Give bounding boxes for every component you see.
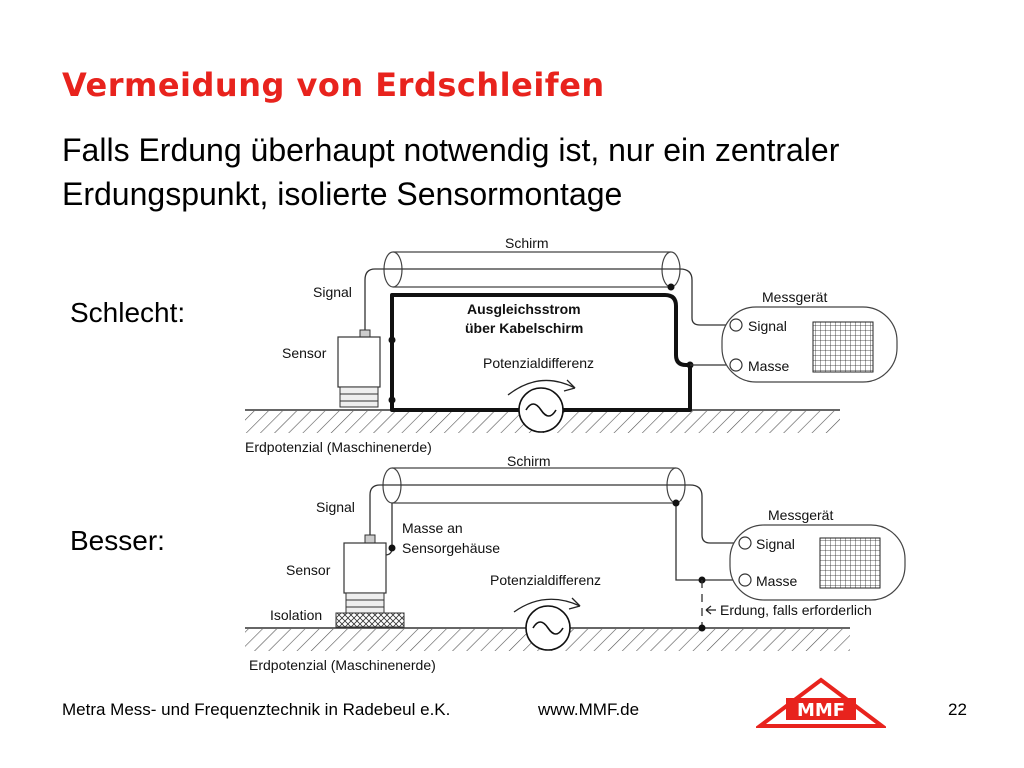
arrow-left-icon xyxy=(705,605,716,615)
isolation-pad xyxy=(335,612,405,628)
meter-label: Messgerät xyxy=(768,507,833,523)
sensor-icon xyxy=(343,534,387,614)
potential-label: Potenzialdifferenz xyxy=(490,572,601,588)
page-number: 22 xyxy=(948,700,967,719)
slide-title: Vermeidung von Erdschleifen xyxy=(62,66,605,104)
signal-wire xyxy=(369,484,738,544)
potential-arrow xyxy=(513,598,581,613)
ground-wire xyxy=(675,503,738,581)
sensor-label: Sensor xyxy=(286,562,331,578)
junction-dot xyxy=(388,396,396,404)
shield-label: Schirm xyxy=(507,453,551,469)
sensor-label: Sensor xyxy=(282,345,327,361)
potential-label: Potenzialdifferenz xyxy=(483,355,594,371)
sensor-icon xyxy=(337,329,381,408)
label-good: Besser: xyxy=(70,525,165,556)
port-signal-icon xyxy=(738,536,752,550)
potential-arrow xyxy=(507,379,576,396)
port-signal-label: Signal xyxy=(748,318,787,334)
isolation-label: Isolation xyxy=(270,607,322,623)
junction-dot xyxy=(667,283,675,291)
current-label-1: Ausgleichsstrom xyxy=(467,301,581,317)
meter-display xyxy=(819,537,881,589)
junction-dot xyxy=(672,499,680,507)
slide-subtitle: Falls Erdung überhaupt notwendig ist, nu… xyxy=(62,132,840,212)
label-bad: Schlecht: xyxy=(70,297,186,328)
diagram-good: Erdpotenzial (Maschinenerde) Schirm Sign… xyxy=(245,453,906,673)
signal-wire xyxy=(364,268,728,335)
mmf-logo: MMF xyxy=(756,677,886,728)
port-ground-label: Masse xyxy=(748,358,789,374)
grounding-label: Erdung, falls erforderlich xyxy=(720,602,872,618)
junction-dot xyxy=(388,336,396,344)
meter-label: Messgerät xyxy=(762,289,827,305)
signal-label: Signal xyxy=(313,284,352,300)
port-ground-icon xyxy=(729,358,743,372)
meter-display xyxy=(812,321,874,373)
port-signal-icon xyxy=(729,318,743,332)
housing-label-1: Masse an xyxy=(402,520,463,536)
footer-url: www.MMF.de xyxy=(538,700,640,719)
arrow-head-icon xyxy=(568,597,581,610)
ac-source-icon xyxy=(525,605,571,651)
ground-loop xyxy=(390,293,692,412)
arrow-head-icon xyxy=(563,379,576,392)
footer-company: Metra Mess- und Frequenztechnik in Radeb… xyxy=(62,700,451,719)
ac-source-icon xyxy=(518,387,564,433)
diagram-bad: Erdpotenzial (Maschinenerde) Schirm Sign… xyxy=(245,235,898,455)
port-ground-icon xyxy=(738,573,752,587)
junction-dot xyxy=(698,624,706,632)
housing-label-2: Sensorgehäuse xyxy=(402,540,500,556)
earth-label: Erdpotenzial (Maschinenerde) xyxy=(249,657,436,673)
logo-text: MMF xyxy=(797,700,845,721)
junction-dot xyxy=(388,544,396,552)
signal-label: Signal xyxy=(316,499,355,515)
earth-label: Erdpotenzial (Maschinenerde) xyxy=(245,439,432,455)
shield-label: Schirm xyxy=(505,235,549,251)
port-ground-label: Masse xyxy=(756,573,797,589)
current-label-2: über Kabelschirm xyxy=(465,320,583,336)
port-signal-label: Signal xyxy=(756,536,795,552)
